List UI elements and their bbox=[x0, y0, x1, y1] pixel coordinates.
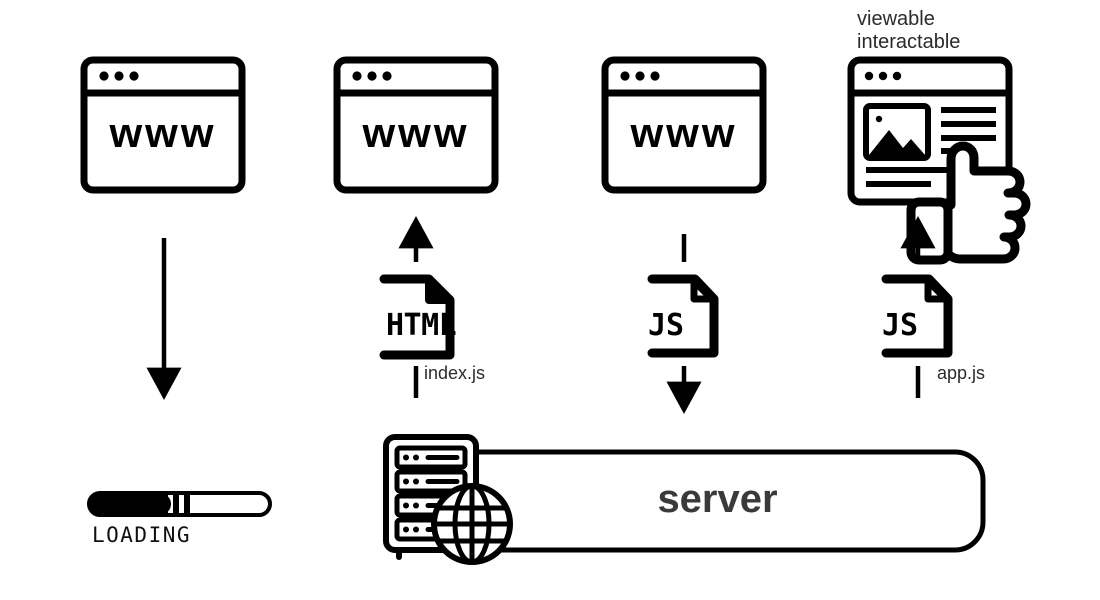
js-file-type-text-2: JS bbox=[882, 308, 919, 343]
caption-interactable: interactable bbox=[857, 31, 961, 53]
browser-window-3 bbox=[601, 56, 767, 194]
js-file-icon-2 bbox=[881, 274, 953, 358]
page-image-placeholder-icon bbox=[863, 103, 931, 161]
file-label-app-js: app.js bbox=[937, 363, 986, 383]
js-file-type-text-1: JS bbox=[648, 308, 685, 343]
browser-dots-2 bbox=[352, 71, 392, 81]
browser-2-www-text: www bbox=[362, 109, 470, 156]
js-file-icon-1 bbox=[647, 274, 719, 358]
server-box bbox=[449, 449, 986, 553]
server-label: server bbox=[657, 477, 778, 521]
page-text-lines-bottom bbox=[866, 167, 948, 187]
html-file-type-text: HTML bbox=[386, 308, 457, 343]
browser-1-www-text: www bbox=[109, 109, 217, 156]
browser-dots-1 bbox=[99, 71, 139, 81]
html-file-icon bbox=[379, 274, 455, 360]
file-label-index-js: index.js bbox=[424, 363, 486, 383]
loading-bar bbox=[87, 491, 272, 517]
browser-window-1 bbox=[80, 56, 246, 194]
browser-dots-3 bbox=[620, 71, 660, 81]
browser-3-www-text: www bbox=[630, 109, 738, 156]
server-rack-leds bbox=[403, 454, 419, 533]
globe-icon bbox=[431, 483, 513, 565]
browser-window-2 bbox=[333, 56, 499, 194]
caption-viewable: viewable bbox=[857, 8, 935, 30]
loading-label: LOADING bbox=[92, 523, 192, 547]
browser-dots-4 bbox=[864, 71, 902, 81]
